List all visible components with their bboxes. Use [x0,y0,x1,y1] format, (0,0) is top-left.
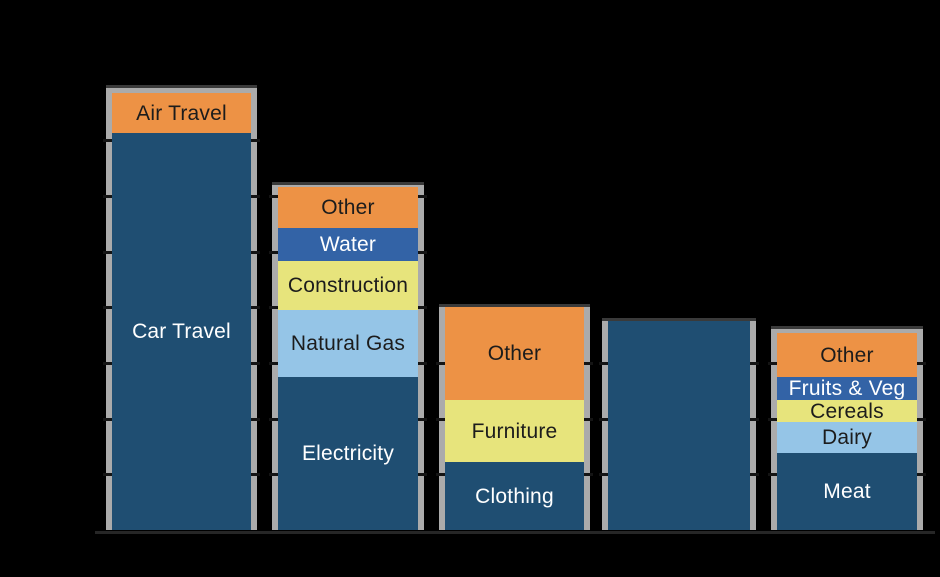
gridline-dash [436,362,446,365]
gridline-dash [250,139,260,142]
gridline-dash [417,306,427,309]
gridline-dash [250,417,260,421]
gridline-dash [583,473,593,476]
bar-segment: Furniture [445,400,584,462]
segment-label: Other [820,343,874,367]
gridline-dash [103,306,113,309]
gridline-dash [768,473,778,476]
bar-segment: Construction [278,261,418,310]
gridline-dash [103,417,113,421]
segment-label: Water [319,233,377,256]
bar-segment: Other [777,333,917,377]
gridline-dash [583,417,593,421]
gridline-dash [269,250,279,254]
gridline-dash [250,195,260,198]
gridline-dash [103,250,113,254]
gridline-dash [916,473,926,476]
bar-segment: Electricity [278,377,418,530]
segment-label: Clothing [475,484,554,508]
gridline-dash [749,362,759,365]
gridline-dash [916,362,926,365]
gridline-dash [916,417,926,421]
bar-segment [608,321,750,530]
bar-segment: Meat [777,453,917,530]
gridline-dash [599,417,609,421]
gridline-dash [436,473,446,476]
bar-segment: Cereals [777,400,917,422]
gridline-dash [417,473,427,476]
x-axis-line [95,531,935,534]
gridline-dash [269,195,279,198]
segment-label: Fruits & Veg [788,377,906,400]
gridline-dash [269,362,279,365]
gridline-dash [417,195,427,198]
gridline-dash [250,362,260,365]
gridline-dash [599,473,609,476]
segment-label: Other [321,196,375,219]
gridline-dash [269,473,279,476]
gridline-dash [417,250,427,254]
segment-label: Natural Gas [290,332,406,355]
bar-segment: Clothing [445,462,584,530]
bar-segment: Natural Gas [278,310,418,377]
bar-segment: Fruits & Veg [777,377,917,400]
segment-label: Car Travel [132,320,231,343]
gridline-dash [269,417,279,421]
gridline-dash [417,417,427,421]
segment-label: Other [487,342,542,365]
gridline-dash [250,473,260,476]
gridline-dash [250,250,260,254]
gridline-dash [583,362,593,365]
segment-label: Electricity [301,442,395,465]
gridline-dash [103,195,113,198]
gridline-dash [269,306,279,309]
segment-label: Dairy [821,426,872,449]
bar-segment: Other [278,187,418,228]
gridline-dash [103,473,113,476]
gridline-dash [749,473,759,476]
bar-segment: Air Travel [112,93,251,133]
gridline-dash [768,362,778,365]
segment-label: Furniture [471,419,558,443]
gridline-dash [749,417,759,421]
segment-label: Construction [287,274,409,297]
bar-segment: Car Travel [112,133,251,530]
gridline-dash [103,362,113,365]
bar-segment: Dairy [777,422,917,453]
bar-segment: Water [278,228,418,261]
segment-label: Air Travel [136,101,227,125]
gridline-dash [436,417,446,421]
segment-label: Cereals [810,399,884,423]
bar-segment: Other [445,307,584,400]
gridline-dash [250,306,260,309]
gridline-dash [599,362,609,365]
gridline-dash [103,139,113,142]
segment-label: Meat [823,480,871,503]
gridline-dash [417,362,427,365]
gridline-dash [768,417,778,421]
